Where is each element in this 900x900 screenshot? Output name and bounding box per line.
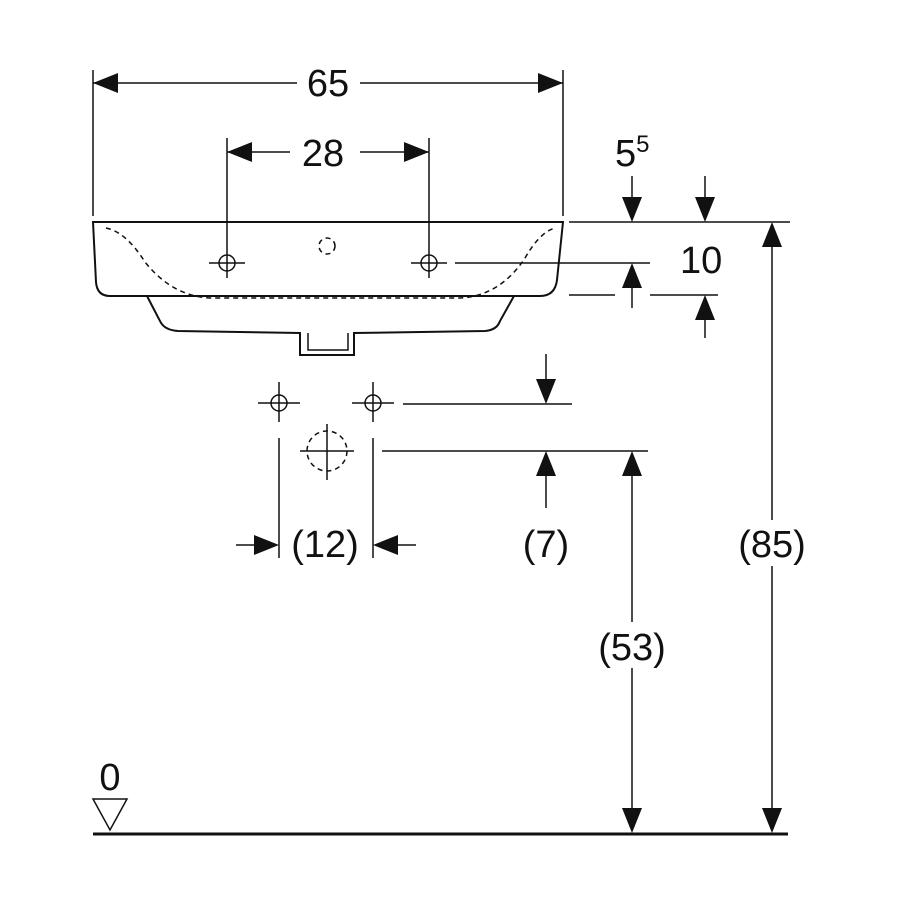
dimension-rim-and-tap-height [455,176,790,338]
rim-thickness-label: 55 [615,131,650,175]
supply-spacing-label: (12) [291,524,359,566]
dimension-overall-width [92,70,564,216]
floor-level-label: 0 [99,757,120,799]
washbasin-outline [91,221,565,356]
dimension-rim-height [762,222,782,833]
overall-width-label: 65 [307,63,349,105]
tap-hole-left-icon [209,246,245,278]
supply-point-right-icon [352,382,394,422]
tap-hole-height-label: 10 [680,240,722,282]
tap-hole-spacing-label: 28 [302,133,344,175]
rim-height-label: (85) [738,524,806,566]
dimension-tap-hole-spacing [226,138,430,246]
dimension-supply-spacing [236,438,416,558]
floor-datum-triangle-icon [91,798,129,832]
supply-point-left-icon [258,382,300,422]
dimension-supply-offset [382,354,648,508]
waste-outlet-icon [300,424,354,480]
tap-hole-right-icon [411,246,447,278]
supply-offset-label: (7) [523,524,569,566]
dimension-waste-height [622,451,642,833]
waste-height-label: (53) [598,627,666,669]
